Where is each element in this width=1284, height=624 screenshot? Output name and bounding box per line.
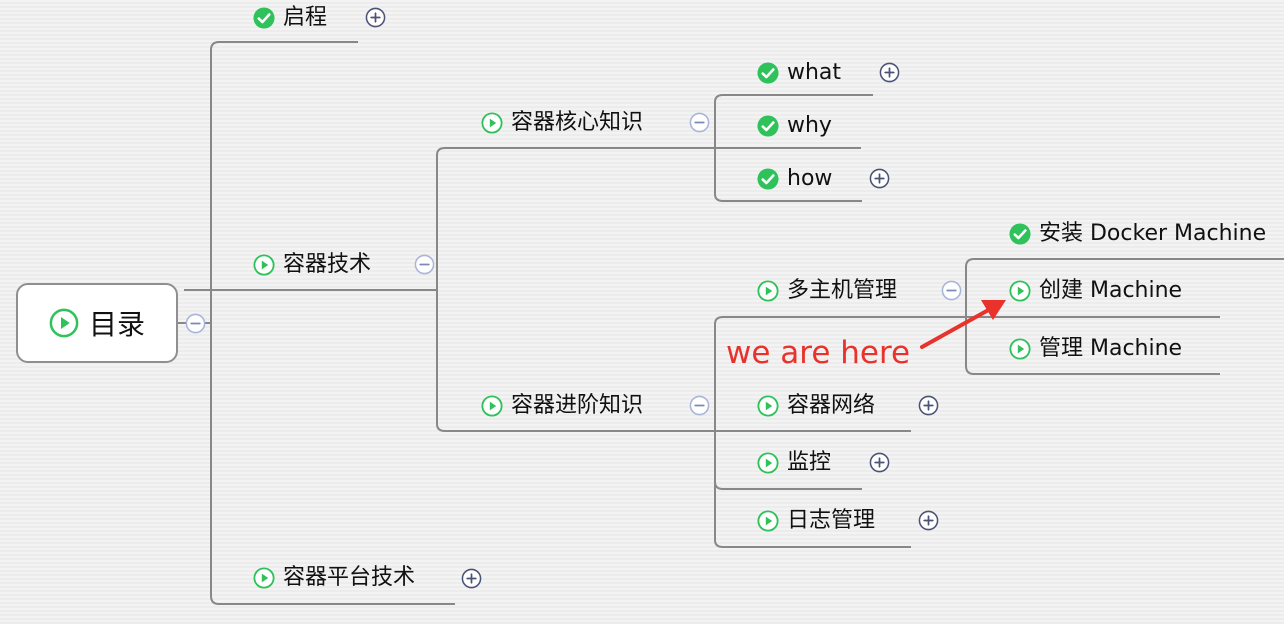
topic-rongqi-pingtai[interactable]: 容器平台技术 [253,564,415,592]
connector-line [436,147,716,156]
expand-toggle-icon[interactable] [869,452,890,473]
topic-rongqi-wangluo[interactable]: 容器网络 [757,392,875,420]
topic-label: 创建 Machine [1039,278,1183,303]
topic-how[interactable]: how [757,165,832,193]
topic-guanli-machine[interactable]: 管理 Machine [1009,335,1182,363]
connector-line [714,539,911,548]
check-icon [757,62,779,84]
collapse-toggle-icon[interactable] [941,280,962,301]
connector-line [436,423,716,432]
expand-toggle-icon[interactable] [869,168,890,189]
topic-qicheng[interactable]: 启程 [253,4,327,32]
collapse-toggle-icon[interactable] [185,313,206,334]
topic-rizhi-guanli[interactable]: 日志管理 [757,507,875,535]
check-icon [253,7,275,29]
topic-label: 管理 Machine [1039,336,1183,361]
collapse-toggle-icon[interactable] [414,254,435,275]
topic-label: how [787,166,833,191]
topic-label: 监控 [787,450,832,475]
play-icon [757,452,779,474]
arrow-icon [920,300,1006,349]
topic-label: 容器进阶知识 [511,393,644,418]
expand-toggle-icon[interactable] [918,510,939,531]
connector-line [965,258,1284,268]
topic-rongqi-hexin[interactable]: 容器核心知识 [481,109,643,137]
connector-line [714,481,862,490]
connector-line [714,193,862,202]
topic-rongqi-jinjie[interactable]: 容器进阶知识 [481,392,643,420]
play-icon [49,308,79,338]
connector-line [210,41,358,51]
play-icon [1009,338,1031,360]
check-icon [757,115,779,137]
connector-line [714,94,873,103]
topic-what[interactable]: what [757,59,841,87]
play-icon [757,395,779,417]
collapse-toggle-icon[interactable] [689,395,710,416]
topic-duozhuji[interactable]: 多主机管理 [757,277,897,305]
topic-chuangjian-machine[interactable]: 创建 Machine [1009,277,1182,305]
play-icon [757,510,779,532]
root-node-mulu[interactable]: 目录 [16,283,178,363]
check-icon [1009,223,1031,245]
expand-toggle-icon[interactable] [461,568,482,589]
topic-label: 多主机管理 [787,278,898,303]
topic-label: 日志管理 [787,508,876,533]
topic-label: 容器平台技术 [283,565,416,590]
play-icon [1009,280,1031,302]
check-icon [757,168,779,190]
play-icon [481,395,503,417]
topic-label: 容器核心知识 [511,110,644,135]
root-label: 目录 [88,308,145,341]
topic-label: 启程 [283,5,328,30]
connector-line [714,316,966,325]
topic-label: what [787,60,842,85]
connector-line [210,595,455,605]
play-icon [253,567,275,589]
topic-anzhuang-docker-machine[interactable]: 安装 Docker Machine [1009,220,1266,248]
topic-rongqi-jishu[interactable]: 容器技术 [253,251,371,279]
topic-label: 容器网络 [787,393,876,418]
play-icon [481,112,503,134]
topic-jiankong[interactable]: 监控 [757,449,831,477]
topic-label: 容器技术 [283,252,372,277]
topic-label: why [787,113,832,138]
annotation-we-are-here: we are here [726,335,911,371]
expand-toggle-icon[interactable] [918,395,939,416]
topic-why[interactable]: why [757,112,832,140]
play-icon [253,254,275,276]
expand-toggle-icon[interactable] [879,62,900,83]
play-icon [757,280,779,302]
topic-label: 安装 Docker Machine [1039,221,1267,246]
expand-toggle-icon[interactable] [365,7,386,28]
connector-line [965,365,1220,375]
collapse-toggle-icon[interactable] [689,112,710,133]
